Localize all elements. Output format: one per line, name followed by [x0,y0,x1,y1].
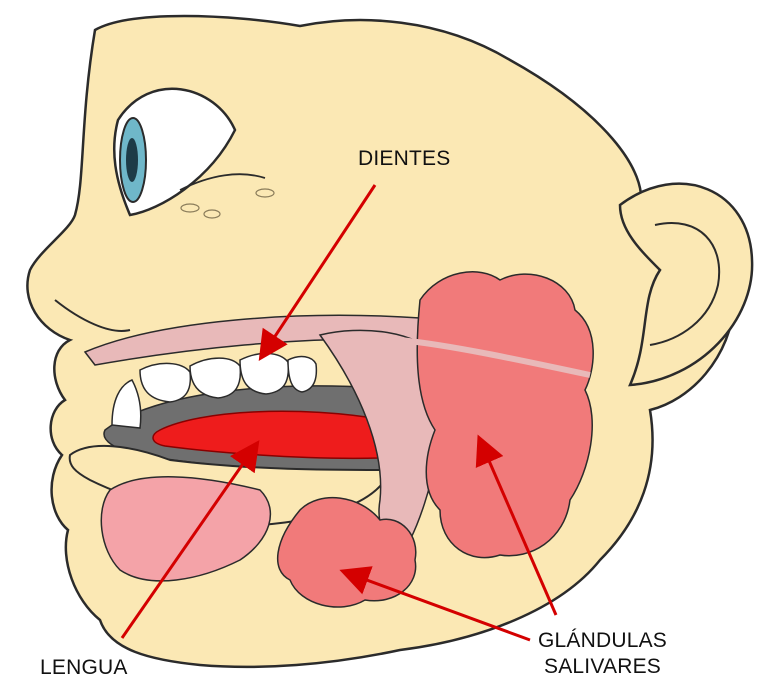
salivary-glands-label: GLÁNDULAS SALIVARES [538,628,667,680]
parotid-gland [417,272,593,558]
salivary-glands-label-line1: GLÁNDULAS [538,628,667,654]
eye-pupil [126,138,138,182]
salivary-glands-label-line2: SALIVARES [538,654,667,680]
teeth-label: DIENTES [358,146,450,172]
tongue-label: LENGUA [40,655,128,681]
